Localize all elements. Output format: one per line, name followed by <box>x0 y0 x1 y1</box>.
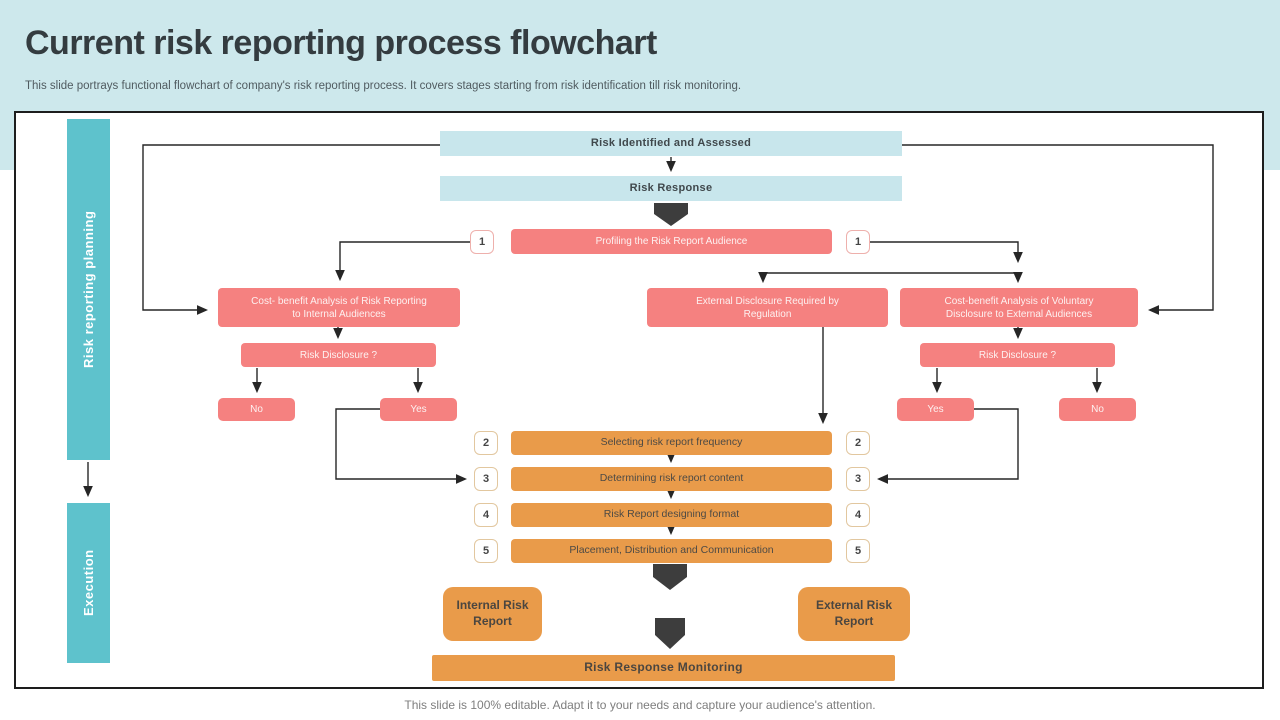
node-external-risk-report: External Risk Report <box>798 587 910 641</box>
page-title: Current risk reporting process flowchart <box>25 24 657 62</box>
lane-execution: Execution <box>67 503 110 663</box>
editable-note: This slide is 100% editable. Adapt it to… <box>404 698 876 712</box>
step-badge-2-left: 2 <box>474 431 498 455</box>
node-yes-right: Yes <box>897 398 974 421</box>
node-risk-identified-and-assessed: Risk Identified and Assessed <box>440 131 902 156</box>
lane-risk-reporting-planning: Risk reporting planning <box>67 119 110 460</box>
node-external-disclosure-regulation: External Disclosure Required by Regulati… <box>647 288 888 327</box>
step-badge-4-left: 4 <box>474 503 498 527</box>
node-risk-disclosure-right: Risk Disclosure ? <box>920 343 1115 367</box>
step-badge-2-right: 2 <box>846 431 870 455</box>
node-no-left: No <box>218 398 295 421</box>
node-internal-risk-report: Internal Risk Report <box>443 587 542 641</box>
audience-badge-1-right: 1 <box>846 230 870 254</box>
page-subtitle: This slide portrays functional flowchart… <box>25 80 742 92</box>
step-badge-3-left: 3 <box>474 467 498 491</box>
node-selecting-risk-report-frequency: Selecting risk report frequency <box>511 431 832 455</box>
node-risk-response-monitoring: Risk Response Monitoring <box>432 655 895 681</box>
node-cost-benefit-external: Cost-benefit Analysis of Voluntary Discl… <box>900 288 1138 327</box>
node-risk-disclosure-left: Risk Disclosure ? <box>241 343 436 367</box>
step-badge-5-left: 5 <box>474 539 498 563</box>
node-risk-report-designing-format: Risk Report designing format <box>511 503 832 527</box>
node-risk-response: Risk Response <box>440 176 902 201</box>
audience-badge-1-left: 1 <box>470 230 494 254</box>
node-no-right: No <box>1059 398 1136 421</box>
node-yes-left: Yes <box>380 398 457 421</box>
step-badge-3-right: 3 <box>846 467 870 491</box>
node-placement-distribution-communication: Placement, Distribution and Communicatio… <box>511 539 832 563</box>
node-profiling-risk-report-audience: Profiling the Risk Report Audience <box>511 229 832 254</box>
step-badge-5-right: 5 <box>846 539 870 563</box>
node-cost-benefit-internal: Cost- benefit Analysis of Risk Reporting… <box>218 288 460 327</box>
step-badge-4-right: 4 <box>846 503 870 527</box>
node-determining-risk-report-content: Determining risk report content <box>511 467 832 491</box>
